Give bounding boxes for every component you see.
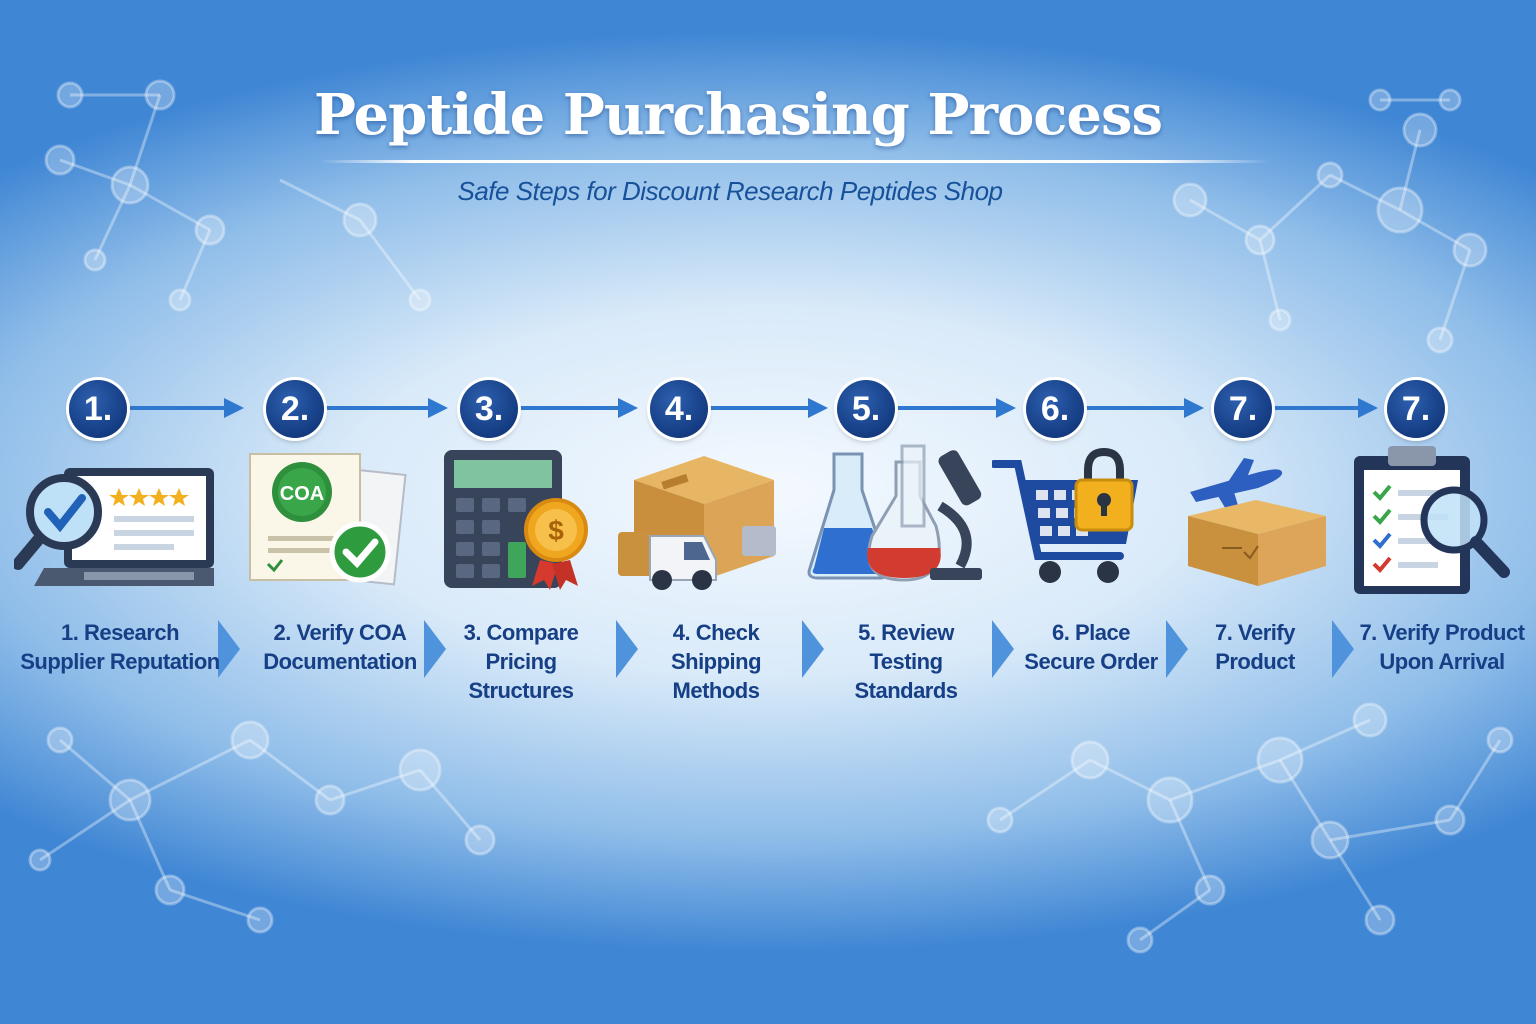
chevron-right-icon [802, 620, 824, 678]
chevron-right-icon [218, 620, 240, 678]
step-7-label: 7. Verify Product [1215, 620, 1295, 674]
flasks-microscope-icon [807, 444, 982, 582]
step-7-badge: 7. [1214, 380, 1272, 438]
cart-lock-icon [992, 447, 1138, 583]
plane-box-icon [1188, 458, 1326, 586]
step-5-label: 5. Review Testing Standards [854, 620, 958, 703]
clipboard-magnifier-icon [1354, 446, 1510, 594]
step-3-label: 3. Compare Pricing Structures [463, 620, 579, 703]
chevron-right-icon [1332, 620, 1354, 678]
chevron-right-icon [616, 620, 638, 678]
page-subtitle: Safe Steps for Discount Research Peptide… [457, 176, 1004, 206]
step-4-label: 4. Check Shipping Methods [670, 620, 762, 703]
coa-certificate-icon: COA [249, 453, 407, 586]
coa-seal-text: COA [280, 483, 324, 505]
calculator-dollar-icon: $ [444, 450, 588, 590]
svg-text:$: $ [548, 515, 564, 546]
step-8-label: 7. Verify Product Upon Arrival [1359, 620, 1525, 674]
step-3-badge: 3. [460, 380, 518, 438]
step-8-badge: 7. [1387, 380, 1445, 438]
page-title: Peptide Purchasing Process [313, 82, 1163, 148]
chevron-right-icon [992, 620, 1014, 678]
step-2-badge: 2. [266, 380, 324, 438]
step-5-badge: 5. [837, 380, 895, 438]
chevron-right-icon [1166, 620, 1188, 678]
step-4-badge: 4. [650, 380, 708, 438]
step-2-label: 2. Verify COA Documentation [263, 620, 417, 674]
box-truck-icon [618, 456, 776, 590]
step-1-badge: 1. [69, 380, 127, 438]
step-1-label: 1. Research Supplier Reputation [20, 620, 220, 674]
step-6-label: 6. Place Secure Order [1024, 620, 1158, 674]
laptop-magnifier-icon [14, 468, 214, 586]
step-6-badge: 6. [1026, 380, 1084, 438]
title-underline [320, 160, 1270, 163]
chevron-right-icon [424, 620, 446, 678]
